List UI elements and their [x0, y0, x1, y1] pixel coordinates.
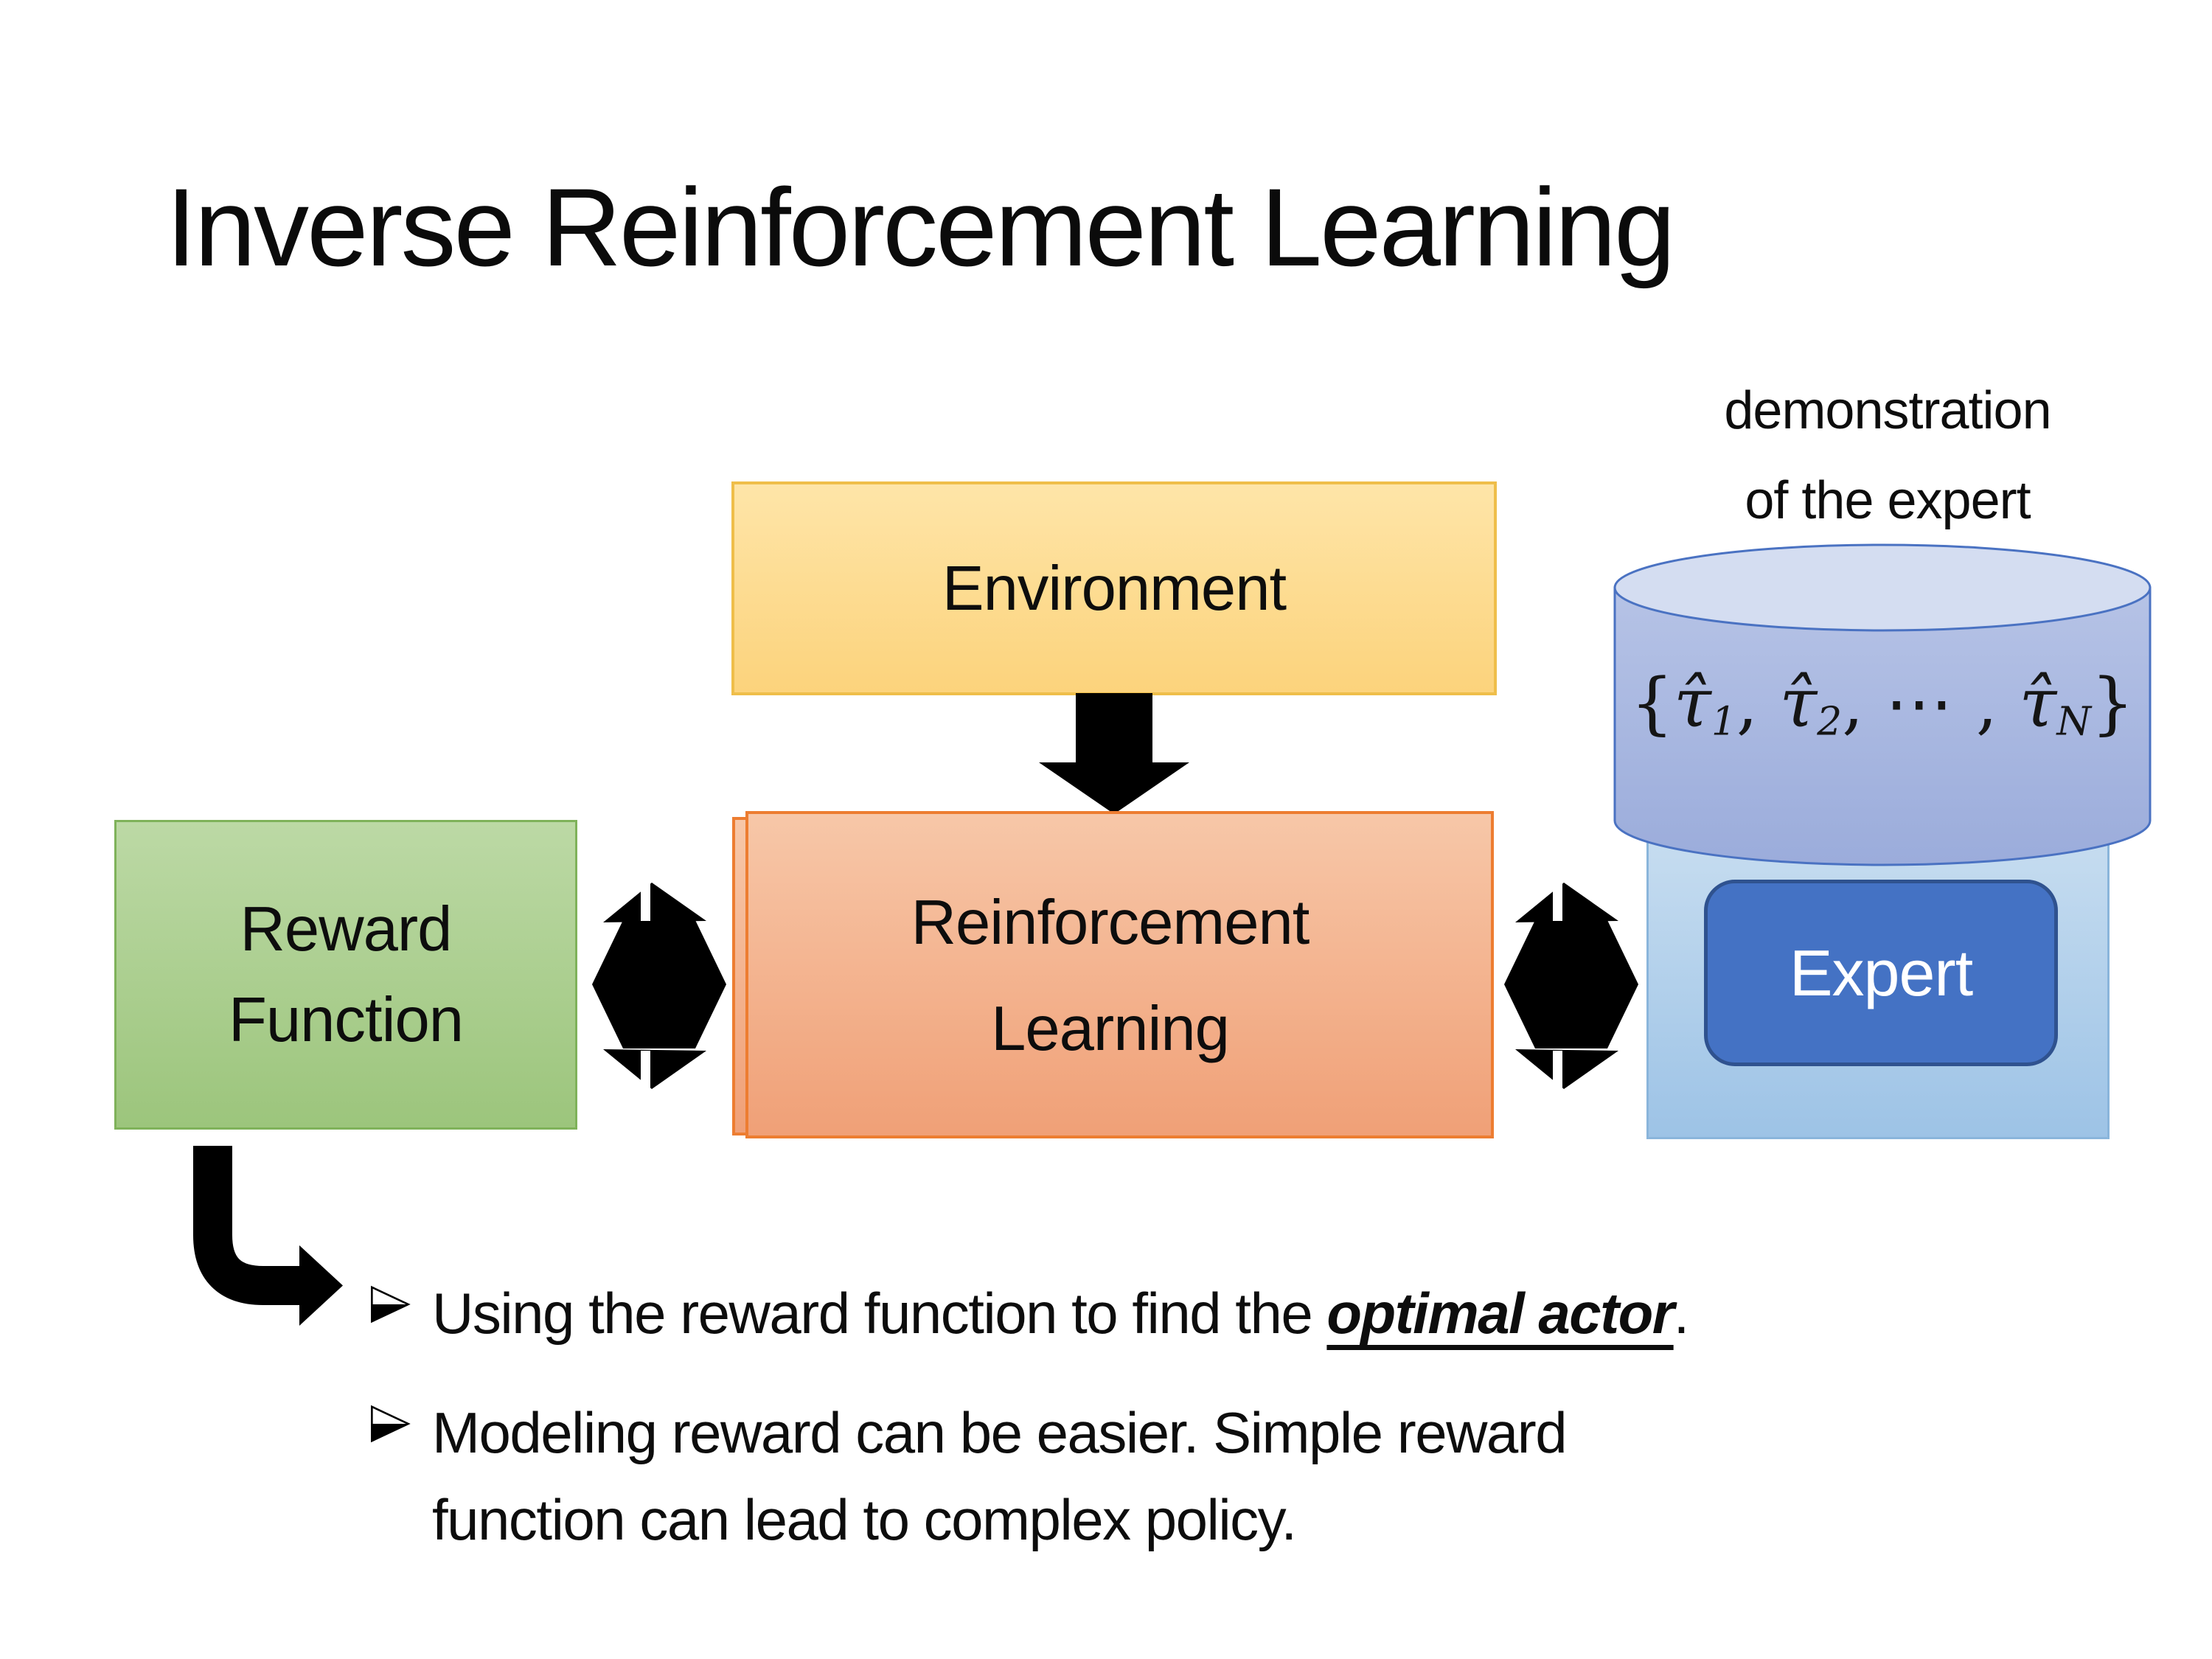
environment-label: Environment	[942, 553, 1287, 624]
demo-formula: {τ̂1, τ̂2, ⋯ , τ̂N}	[1630, 664, 2135, 745]
arrowhead-bullet-icon	[371, 1405, 411, 1443]
page-title: Inverse Reinforcement Learning	[166, 165, 1675, 289]
arrowhead-bullet-icon	[371, 1285, 411, 1324]
reinforcement-learning-label: Reinforcement Learning	[911, 887, 1310, 1065]
demonstration-caption: demonstration of the expert	[1622, 366, 2153, 546]
bullet-text-2: Modeling reward can be easier. Simple re…	[432, 1400, 1568, 1552]
double-arrow-icon-right	[1504, 880, 1638, 1092]
environment-box: Environment	[731, 481, 1497, 695]
demonstration-caption-line1: demonstration	[1724, 381, 2051, 440]
double-arrow-icon-left	[592, 880, 726, 1092]
down-arrow-icon	[1039, 693, 1189, 814]
reward-function-label: Reward Function	[228, 894, 464, 1055]
expert-label: Expert	[1789, 936, 1973, 1009]
database-cylinder-icon	[1613, 543, 2152, 866]
bullet-item-1: Using the reward function to find the op…	[369, 1270, 1689, 1357]
reinforcement-learning-box: Reinforcement Learning	[732, 811, 1494, 1138]
expert-box: Expert	[1704, 880, 2058, 1066]
bullet-text-1: Using the reward function to find the op…	[432, 1281, 1689, 1346]
reward-function-box: Reward Function	[114, 820, 577, 1130]
elbow-arrow-icon	[193, 1146, 343, 1326]
bullet-item-2: Modeling reward can be easier. Simple re…	[369, 1389, 1568, 1563]
demonstration-caption-line2: of the expert	[1745, 471, 2031, 530]
